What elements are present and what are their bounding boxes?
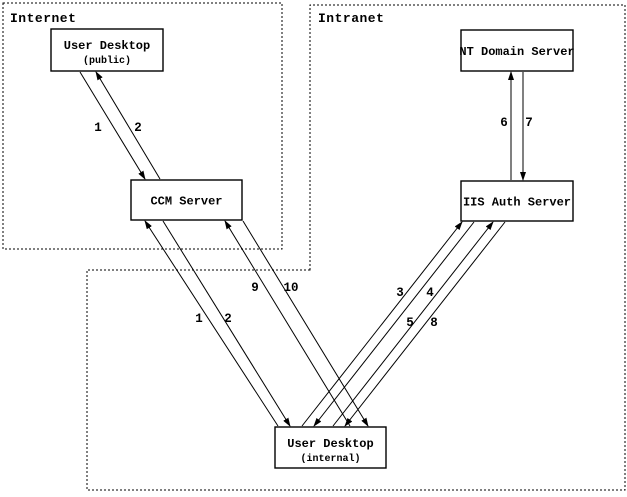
region-internet-label: Internet	[10, 11, 76, 26]
edge-label-10: 10	[283, 281, 298, 295]
node-ccm-server-title: CCM Server	[150, 195, 222, 209]
region-intranet-label: Intranet	[318, 11, 384, 26]
node-user-desktop-internal-title: User Desktop	[287, 437, 373, 451]
node-ccm-server-box	[130, 179, 243, 221]
edge-line-1	[79, 71, 146, 180]
node-user-desktop-public-box	[50, 28, 164, 72]
edge-line-5	[332, 221, 494, 427]
node-user-desktop-public-title: User Desktop	[64, 39, 150, 53]
node-nt-domain-server-box	[460, 29, 574, 72]
edge-label-6: 6	[500, 116, 508, 130]
node-user-desktop-internal: User Desktop (internal)	[274, 426, 387, 469]
edge-line-1	[144, 220, 279, 427]
node-nt-domain-server-title: NT Domain Server	[459, 45, 574, 59]
node-ccm-server: CCM Server	[130, 179, 243, 221]
node-user-desktop-public-subtitle: (public)	[83, 55, 131, 67]
edge-line-3	[301, 221, 463, 427]
edge-label-4: 4	[426, 286, 434, 300]
edge-line-9	[224, 220, 351, 427]
node-nt-domain-server: NT Domain Server	[459, 29, 575, 72]
edge-label-8: 8	[430, 316, 438, 330]
node-iis-auth-server-title: IIS Auth Server	[463, 196, 571, 210]
edge-label-1: 1	[195, 312, 203, 326]
region-internet-border	[2, 2, 283, 250]
edge-label-2: 2	[134, 121, 142, 135]
node-user-desktop-internal-subtitle: (internal)	[300, 453, 360, 465]
edge-label-9: 9	[251, 281, 259, 295]
edge-line-10	[242, 220, 369, 427]
edge-label-5: 5	[406, 316, 414, 330]
edge-line-2	[95, 71, 161, 180]
node-user-desktop-public: User Desktop (public)	[50, 28, 164, 72]
node-iis-auth-server: IIS Auth Server	[460, 180, 574, 222]
edge-line-8	[344, 221, 506, 427]
node-iis-auth-server-box	[460, 180, 574, 222]
region-intranet-border	[86, 4, 626, 491]
edge-line-2	[162, 220, 291, 427]
edge-label-2: 2	[224, 312, 232, 326]
node-user-desktop-internal-box	[274, 426, 387, 469]
edge-line-4	[313, 221, 475, 427]
edge-label-1: 1	[94, 121, 102, 135]
edge-label-7: 7	[525, 116, 533, 130]
edge-label-3: 3	[396, 286, 404, 300]
